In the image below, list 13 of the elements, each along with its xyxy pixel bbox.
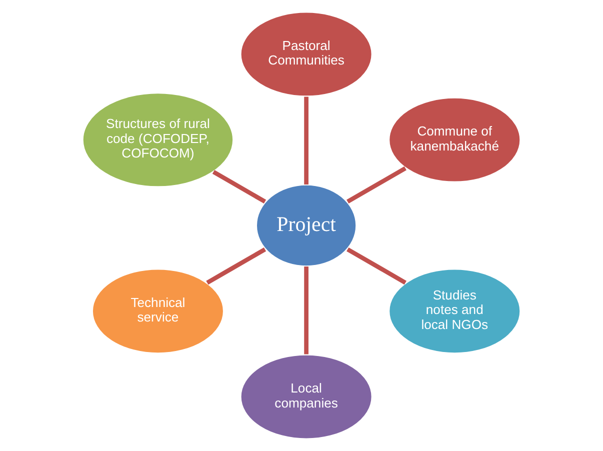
node-ellipse: Commune of kanembakaché <box>388 96 522 184</box>
node-ellipse: Studies notes and local NGOs <box>388 268 522 354</box>
node-ellipse: Project <box>255 184 358 268</box>
connector <box>212 170 266 204</box>
connector <box>206 247 266 285</box>
connector <box>304 96 308 184</box>
connector <box>304 266 308 354</box>
node-ellipse: Structures of rural code (COFODEP, COFOCOM) <box>82 92 234 188</box>
node-ellipse: Technical service <box>91 268 225 354</box>
connector <box>346 166 406 204</box>
connector <box>346 247 406 285</box>
node-ellipse: Local companies <box>240 354 374 440</box>
node-ellipse: Pastoral Communities <box>240 11 374 98</box>
